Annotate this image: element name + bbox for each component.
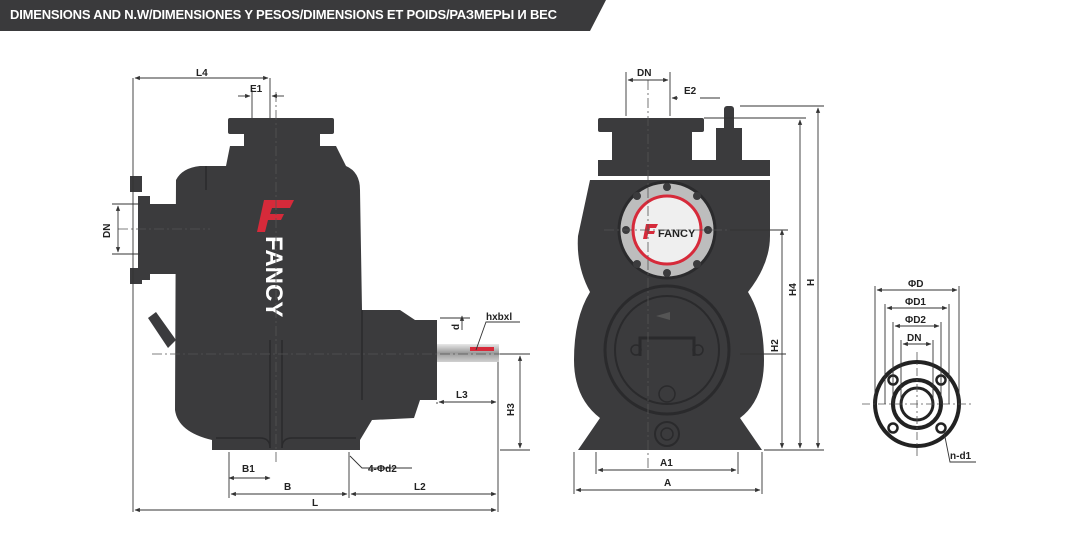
dim-label-a: A bbox=[664, 478, 671, 489]
dim-label-hxbxl: hxbxl bbox=[486, 312, 512, 323]
header-title: DIMENSIONS AND N.W/DIMENSIONES Y PESOS/D… bbox=[10, 7, 557, 22]
fancy-logo-icon bbox=[257, 200, 294, 232]
flange-dimension-lines bbox=[874, 286, 976, 463]
flange-center-lines bbox=[862, 352, 972, 456]
flange-view: ΦD ΦD1 ΦD2 DN n-d1 bbox=[862, 279, 976, 463]
flange-dimension-labels: ΦD ΦD1 ΦD2 DN n-d1 bbox=[905, 279, 972, 462]
side-dimension-labels: L4 E1 DN d hxbxl L3 H3 B1 4-Φd2 B L2 L bbox=[102, 68, 517, 509]
dim-label-d: d bbox=[451, 324, 462, 330]
dim-label-l2: L2 bbox=[414, 482, 426, 493]
front-dimension-lines bbox=[573, 72, 824, 494]
dim-label-h: H bbox=[806, 279, 817, 286]
dim-label-h3: H3 bbox=[506, 403, 517, 416]
side-shaft-key bbox=[470, 347, 494, 351]
fancy-logo-icon-front bbox=[643, 224, 658, 239]
dim-label-b: B bbox=[284, 482, 291, 493]
dim-label-l: L bbox=[312, 498, 318, 509]
front-cover bbox=[603, 284, 731, 447]
header-banner: DIMENSIONS AND N.W/DIMENSIONES Y PESOS/D… bbox=[0, 0, 606, 31]
dim-label-l3: L3 bbox=[456, 390, 468, 401]
banner-shape bbox=[0, 0, 606, 31]
side-body-details bbox=[205, 166, 363, 449]
side-brand-name: FANCY bbox=[260, 236, 287, 317]
dim-label-e2: E2 bbox=[684, 86, 697, 97]
side-pump-body bbox=[130, 118, 437, 450]
dim-label-dn-side: DN bbox=[102, 224, 113, 238]
front-brand-logo: FANCY bbox=[643, 224, 696, 240]
dim-label-dn-flange: DN bbox=[907, 333, 921, 344]
front-view: FANCY bbox=[573, 68, 824, 494]
dim-label-phi-d2: ΦD2 bbox=[905, 315, 926, 326]
side-brand-logo: FANCY bbox=[257, 200, 294, 317]
side-shaft bbox=[437, 344, 499, 362]
dim-label-phi-d1: ΦD1 bbox=[905, 297, 926, 308]
front-flange-bolts bbox=[622, 183, 712, 277]
dim-label-h2: H2 bbox=[770, 339, 781, 352]
dim-label-e1: E1 bbox=[250, 84, 263, 95]
dim-label-b1: B1 bbox=[242, 464, 255, 475]
front-dimension-labels: DN E2 H4 H H2 A1 A bbox=[637, 68, 817, 489]
dim-label-a1: A1 bbox=[660, 458, 673, 469]
dim-label-h4: H4 bbox=[788, 283, 799, 296]
front-brand-name: FANCY bbox=[658, 228, 696, 240]
dim-label-bolt: 4-Φd2 bbox=[368, 464, 397, 475]
side-center-lines bbox=[118, 92, 520, 462]
side-view: FANCY bbox=[102, 68, 530, 513]
dim-label-l4: L4 bbox=[196, 68, 208, 79]
dim-label-phi-d: ΦD bbox=[908, 279, 923, 290]
dim-label-dn-front: DN bbox=[637, 68, 651, 79]
dim-label-nd1: n-d1 bbox=[950, 451, 972, 462]
side-dimension-lines bbox=[112, 75, 530, 513]
front-center-lines bbox=[604, 80, 730, 470]
